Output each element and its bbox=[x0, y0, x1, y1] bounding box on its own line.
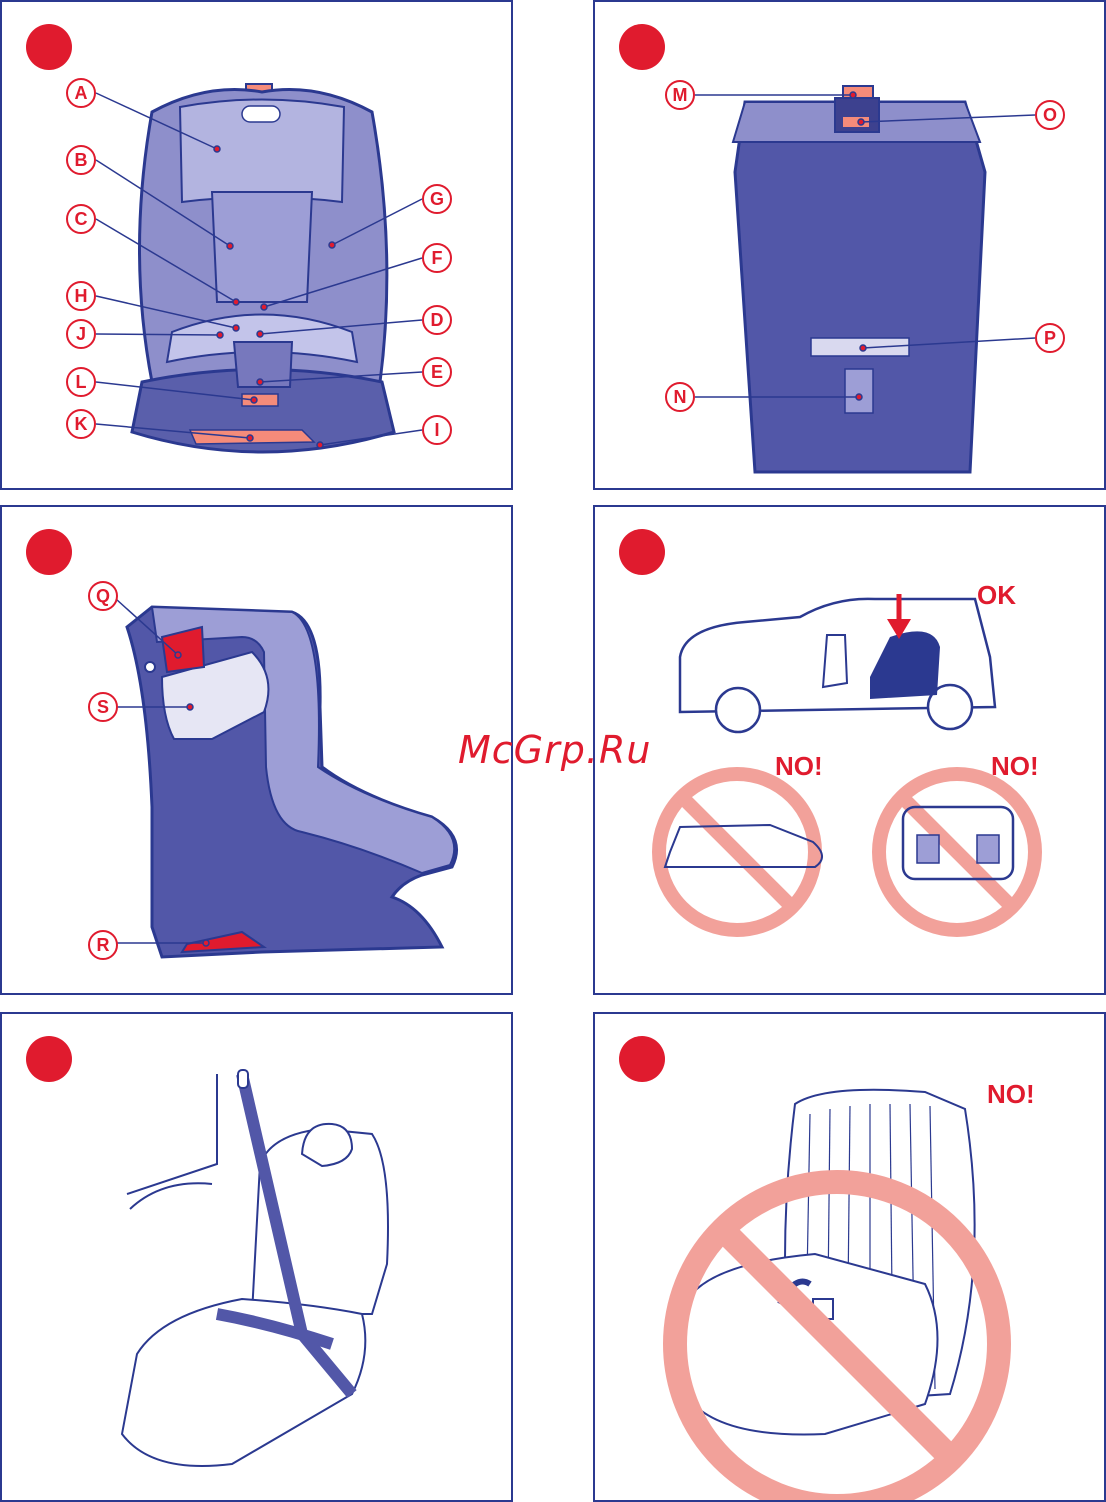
callout-o: O bbox=[1035, 100, 1065, 130]
ok-label: OK bbox=[977, 580, 1016, 611]
watermark-text: McGrp.Ru bbox=[458, 728, 651, 772]
callout-s: S bbox=[88, 692, 118, 722]
callout-p: P bbox=[1035, 323, 1065, 353]
callout-n: N bbox=[665, 382, 695, 412]
callout-l: L bbox=[66, 367, 96, 397]
panel-2-seat-rear: M O P N bbox=[593, 0, 1106, 490]
seat-rear-illustration bbox=[595, 2, 1106, 490]
no-label: NO! bbox=[987, 1079, 1035, 1110]
panel-5-vehicle-seat-belt bbox=[0, 1012, 513, 1502]
seat-side-illustration bbox=[2, 507, 513, 995]
callout-i: I bbox=[422, 415, 452, 445]
vehicle-seat-belt-illustration bbox=[2, 1014, 513, 1502]
panel-4-vehicle-position: OK NO! NO! bbox=[593, 505, 1106, 995]
no-label-left: NO! bbox=[775, 751, 823, 782]
callout-q: Q bbox=[88, 581, 118, 611]
panel-1-seat-front: A B C H J L K G F D E I bbox=[0, 0, 513, 490]
callout-h: H bbox=[66, 281, 96, 311]
panel-3-seat-side: Q S R bbox=[0, 505, 513, 995]
callout-m: M bbox=[665, 80, 695, 110]
callout-r: R bbox=[88, 930, 118, 960]
panel-6-lap-belt-prohibited: NO! bbox=[593, 1012, 1106, 1502]
callout-e: E bbox=[422, 357, 452, 387]
callout-c: C bbox=[66, 204, 96, 234]
callout-j: J bbox=[66, 319, 96, 349]
callout-b: B bbox=[66, 145, 96, 175]
callout-d: D bbox=[422, 305, 452, 335]
callout-f: F bbox=[422, 243, 452, 273]
callout-k: K bbox=[66, 409, 96, 439]
callout-a: A bbox=[66, 78, 96, 108]
no-label-right: NO! bbox=[991, 751, 1039, 782]
callout-g: G bbox=[422, 184, 452, 214]
